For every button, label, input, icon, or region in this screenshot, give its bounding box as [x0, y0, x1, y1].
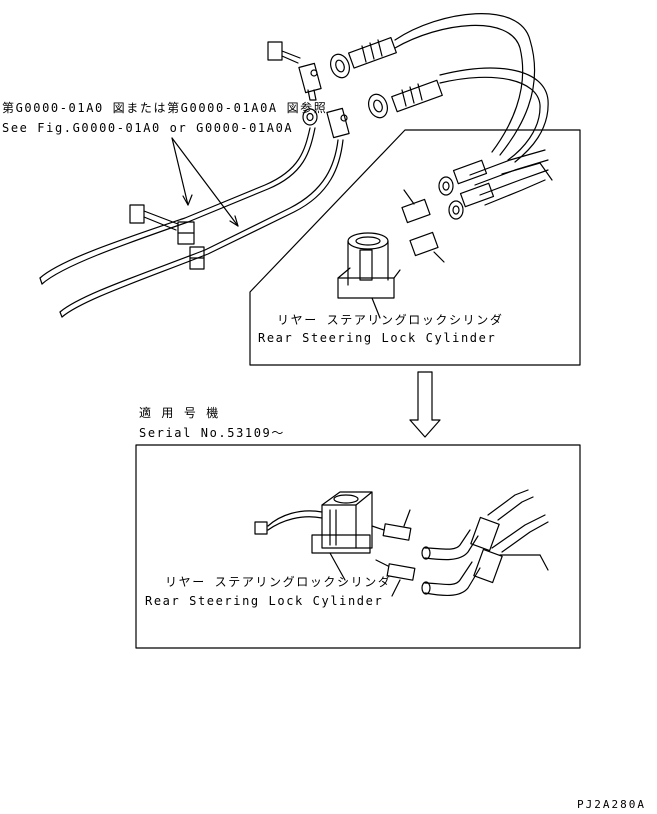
- reference-leader-lines: [172, 138, 238, 226]
- upper-lock-cylinder: [338, 233, 400, 298]
- lower-sensor-wire: [255, 511, 322, 534]
- upper-fitting-2: [449, 201, 463, 219]
- upper-callout-label-en: Rear Steering Lock Cylinder: [258, 331, 497, 345]
- lower-elbow-1: [422, 530, 478, 560]
- swivel-connector-1: [299, 63, 321, 100]
- upper-elbow-2: [410, 232, 444, 262]
- upper-fitting-1: [439, 177, 453, 195]
- lower-elbow-2: [422, 562, 480, 595]
- lower-callout-frame: [136, 445, 580, 648]
- hose-fitting-upper-1: [327, 38, 396, 81]
- upper-callout-label-jp: リヤー ステアリングロックシリンダ: [277, 313, 504, 327]
- lower-connector-1: [372, 510, 411, 540]
- upper-cylinder-leader: [372, 298, 380, 318]
- lower-cylinder-leader: [330, 553, 345, 580]
- reference-note-jp: 第G0000-01A0 図または第G0000-01A0A 図参照: [2, 101, 328, 115]
- lower-connector-2: [376, 560, 415, 596]
- hose-loops: [395, 14, 548, 162]
- nut-fitting: [303, 109, 317, 125]
- upper-elbow-1: [402, 190, 430, 223]
- lower-lock-cylinder: [312, 492, 372, 553]
- figure-code: PJ2A280A: [577, 798, 646, 811]
- tube-clamp-2: [190, 247, 204, 269]
- serial-label-jp: 適 用 号 機: [139, 406, 220, 420]
- bolt-top: [268, 42, 300, 63]
- lower-callout-label-jp: リヤー ステアリングロックシリンダ: [165, 575, 392, 589]
- lower-callout-label-en: Rear Steering Lock Cylinder: [145, 594, 384, 608]
- upper-hoses: [454, 150, 552, 207]
- reference-note-en: See Fig.G0000-01A0 or G0000-01A0A: [2, 121, 294, 135]
- bolt-left: [130, 205, 178, 230]
- tube-clamp-1: [178, 222, 194, 244]
- hose-fitting-upper-2: [365, 80, 442, 120]
- down-arrow: [410, 372, 440, 437]
- swivel-connector-2: [327, 108, 349, 137]
- lower-hoses: [471, 490, 548, 583]
- upper-callout-frame: [250, 130, 580, 365]
- serial-label-en: Serial No.53109〜: [139, 426, 285, 440]
